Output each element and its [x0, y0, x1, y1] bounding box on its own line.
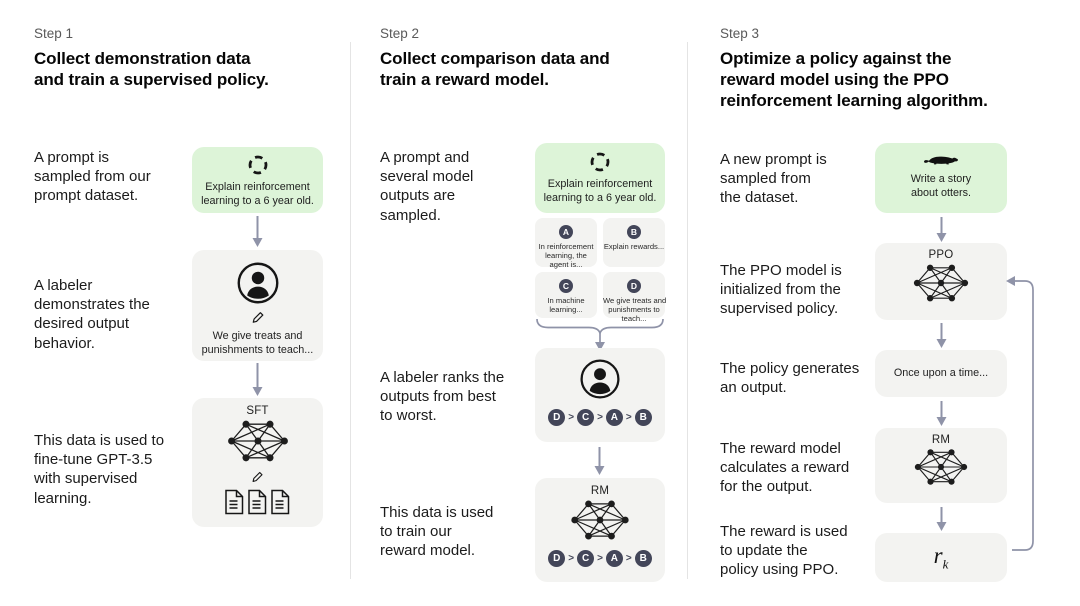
rm-label: RM [931, 434, 951, 446]
step1-prompt-text: Explain reinforcement learning to a 6 ye… [201, 181, 314, 207]
neural-network-icon [914, 449, 968, 485]
step3-caption-prompt: A new prompt is sampled from the dataset… [720, 151, 827, 207]
step3-prompt-text: Write a story about otters. [910, 173, 972, 199]
step2-prompt-text: Explain reinforcement learning to a 6 ye… [543, 178, 657, 204]
sft-label: SFT [246, 405, 269, 417]
rank-badge: D [548, 550, 566, 567]
step1-caption-labeler: A labeler demonstrates the desired outpu… [34, 277, 150, 352]
ppo-label: PPO [928, 249, 954, 261]
step3-reward-box: rk [875, 533, 1007, 582]
step1-label: Step 1 [34, 26, 74, 41]
step2-caption-prompt: A prompt and several model outputs are s… [380, 149, 474, 224]
step3-output-text: Once upon a time... [893, 366, 989, 379]
neural-network-icon [227, 420, 288, 462]
dashed-circle-icon [248, 155, 267, 175]
rank-separator: > [568, 412, 575, 423]
otter-icon [924, 156, 958, 165]
neural-network-icon [571, 500, 629, 540]
step3-prompt-bubble: Write a story about otters. [875, 143, 1007, 213]
step3-caption-output: The policy generates an output. [720, 360, 860, 397]
rank-badge: C [577, 550, 595, 567]
output-badge-a: A [559, 225, 573, 239]
documents-icon [224, 489, 289, 515]
rank-separator: > [568, 553, 575, 564]
rank-separator: > [597, 412, 603, 423]
step2-caption-data: This data is used to train our reward mo… [380, 504, 494, 560]
output-text-d: We give treats and punishments to teach.… [603, 296, 667, 324]
output-card-c: C In machine learning... [535, 272, 597, 318]
rank-separator: > [625, 412, 632, 423]
arrow-down-icon [936, 401, 947, 426]
step2-labeler-box: D>C>A>B [535, 348, 665, 442]
step2-caption-labeler: A labeler ranks the outputs from best to… [380, 369, 505, 425]
step2-label: Step 2 [380, 26, 420, 41]
ranking-row: D>C>A>B [535, 550, 665, 567]
step3-caption-ppo: The PPO model is initialized from the su… [720, 262, 842, 318]
loop-arrow-icon [1006, 276, 1034, 551]
rank-badge: B [634, 550, 652, 567]
step3-rm-box: RM [875, 428, 1007, 503]
step1-labeler-box: We give treats and punishments to teach.… [192, 250, 323, 361]
step1-labeler-text: We give treats and punishments to teach.… [201, 330, 314, 356]
arrow-down-icon [252, 363, 263, 396]
rank-separator: > [625, 553, 632, 564]
output-text-a: In reinforcement learning, the agent is.… [538, 242, 594, 270]
person-icon [237, 262, 278, 304]
dashed-circle-icon [590, 152, 610, 172]
output-badge-d: D [627, 279, 641, 293]
step2-prompt-bubble: Explain reinforcement learning to a 6 ye… [535, 143, 665, 213]
output-card-b: B Explain rewards... [603, 218, 665, 267]
step2-rm-box: RM D>C>A>B [535, 478, 665, 582]
output-badge-b: B [627, 225, 641, 239]
pencil-icon [252, 471, 263, 482]
brace-arrow-icon [536, 318, 664, 351]
arrow-down-icon [594, 447, 605, 475]
step3-output-box: Once upon a time... [875, 350, 1007, 397]
step1-caption-prompt: A prompt is sampled from our prompt data… [34, 149, 151, 205]
rank-badge: D [548, 409, 566, 426]
ranking-row: D>C>A>B [535, 409, 665, 426]
reward-value: rk [933, 542, 949, 572]
step1-sft-box: SFT [192, 398, 323, 527]
output-text-b: Explain rewards... [603, 242, 665, 251]
rank-badge: A [605, 550, 623, 567]
output-card-d: D We give treats and punishments to teac… [603, 272, 666, 323]
step1-title: Collect demonstration data and train a s… [34, 49, 269, 89]
rank-badge: A [605, 409, 623, 426]
step1-prompt-bubble: Explain reinforcement learning to a 6 ye… [192, 147, 323, 213]
rank-badge: B [634, 409, 652, 426]
step3-caption-rm: The reward model calculates a reward for… [720, 440, 850, 496]
column-divider [350, 42, 351, 579]
output-badge-c: C [559, 279, 573, 293]
rank-badge: C [577, 409, 595, 426]
step3-label: Step 3 [720, 26, 760, 41]
pencil-icon [252, 312, 263, 323]
output-card-a: A In reinforcement learning, the agent i… [535, 218, 597, 270]
step2-title: Collect comparison data and train a rewa… [380, 49, 610, 89]
step1-caption-data: This data is used to fine-tune GPT-3.5 w… [34, 432, 165, 507]
person-icon [580, 359, 620, 399]
output-text-c: In machine learning... [547, 296, 585, 315]
neural-network-icon [913, 264, 969, 302]
rm-label: RM [590, 485, 610, 497]
column-divider [687, 42, 688, 579]
arrow-down-icon [936, 323, 947, 348]
arrow-down-icon [936, 217, 947, 242]
step3-title: Optimize a policy against the reward mod… [720, 49, 988, 110]
step3-caption-reward: The reward is used to update the policy … [720, 523, 848, 579]
rank-separator: > [597, 553, 603, 564]
arrow-down-icon [936, 507, 947, 531]
step3-ppo-box: PPO [875, 243, 1007, 320]
arrow-down-icon [252, 216, 263, 247]
